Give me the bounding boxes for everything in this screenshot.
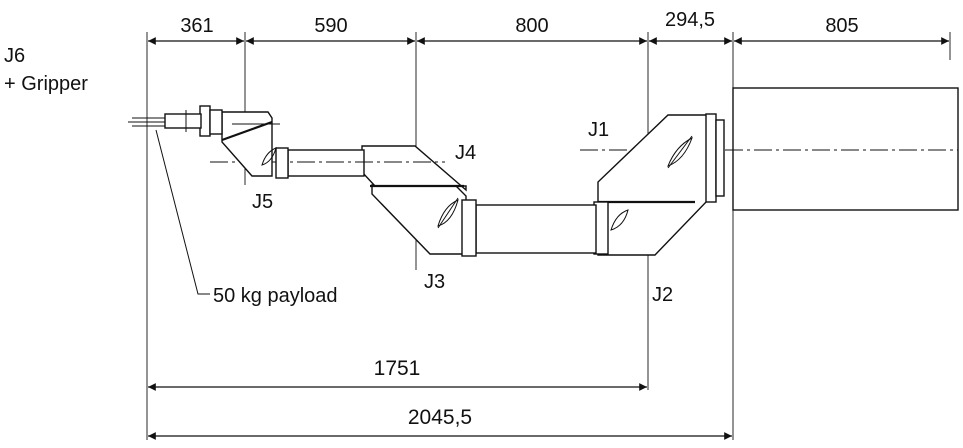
j2-cutaway bbox=[610, 209, 629, 231]
wrist-housing bbox=[221, 111, 273, 177]
label-j5: J5 bbox=[252, 191, 273, 213]
j3-cutaway bbox=[437, 199, 459, 227]
gripper-body bbox=[164, 113, 202, 129]
upper-arm-tube bbox=[475, 204, 597, 254]
label-j3: J3 bbox=[424, 271, 445, 293]
label-gripper: + Gripper bbox=[4, 73, 88, 95]
dim-label-590: 590 bbox=[314, 15, 347, 37]
dim-label-800: 800 bbox=[515, 15, 548, 37]
j5-joint-line bbox=[221, 120, 273, 142]
label-j4: J4 bbox=[455, 142, 476, 164]
dim-label-1751: 1751 bbox=[374, 357, 421, 380]
label-j1: J1 bbox=[588, 119, 609, 141]
j5-wrist bbox=[221, 111, 289, 179]
base-box bbox=[732, 87, 959, 211]
j1-j2-housing bbox=[593, 113, 725, 256]
j5-cutaway bbox=[261, 147, 277, 166]
label-j6: J6 bbox=[4, 45, 25, 67]
wrist-roll-housing bbox=[361, 145, 467, 192]
shoulder-flange-outer bbox=[705, 113, 717, 203]
label-j2: J2 bbox=[652, 284, 673, 306]
j1-cutaway-axis bbox=[667, 135, 693, 169]
dim-label-361: 361 bbox=[180, 15, 213, 37]
j6-gripper bbox=[128, 105, 223, 137]
joint-labels: J6 + Gripper J1 J4 J5 J3 J2 bbox=[4, 45, 673, 306]
top-dimension-chain: 361 590 800 294,5 805 bbox=[148, 9, 949, 45]
payload-annotation: 50 kg payload bbox=[155, 129, 338, 307]
payload-leader-line bbox=[155, 129, 210, 295]
j1-cutaway bbox=[667, 136, 693, 167]
elbow-flange bbox=[461, 199, 477, 257]
elbow-housing bbox=[371, 184, 467, 255]
bottom-dimensions: 1751 2045,5 bbox=[148, 357, 732, 440]
j3-cutaway-axis bbox=[437, 197, 459, 229]
wrist-flange bbox=[275, 147, 289, 179]
shoulder-flange-inner bbox=[715, 119, 725, 197]
gripper-flange-b bbox=[209, 109, 223, 135]
upper-arm bbox=[475, 204, 597, 254]
payload-label: 50 kg payload bbox=[213, 285, 338, 307]
dim-label-805: 805 bbox=[825, 15, 858, 37]
forearm-tube bbox=[287, 149, 365, 177]
j3-j4-housing bbox=[361, 145, 477, 257]
dim-label-2045-5: 2045,5 bbox=[408, 406, 472, 429]
dim-label-294-5: 294,5 bbox=[665, 9, 715, 31]
